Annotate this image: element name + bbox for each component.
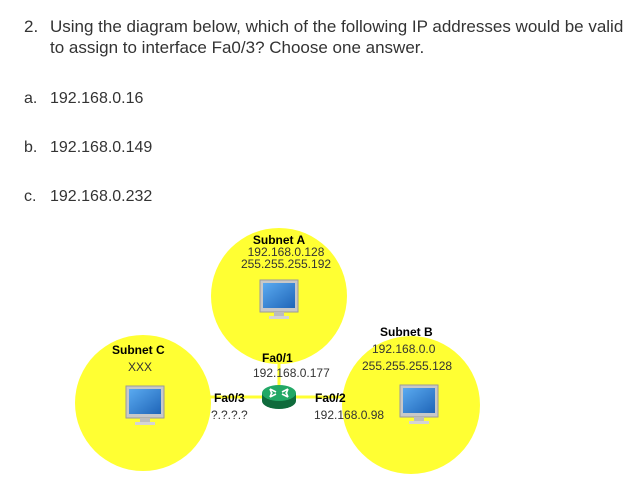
subnet-a-circle xyxy=(211,228,347,364)
question-number: 2. xyxy=(24,17,39,36)
fa03-label: Fa0/3 xyxy=(214,391,245,405)
answer-letter: a. xyxy=(24,90,38,107)
question: 2. Using the diagram below, which of the… xyxy=(24,16,624,58)
computer-icon xyxy=(125,385,165,425)
fa01-label: Fa0/1 xyxy=(262,351,293,365)
subnet-c-title: Subnet C xyxy=(112,343,165,357)
answer-letter: b. xyxy=(24,139,38,156)
subnet-c-network: XXX xyxy=(128,360,153,374)
computer-icon xyxy=(259,279,299,319)
subnet-c-circle xyxy=(75,335,211,471)
question-text: Using the diagram below, which of the fo… xyxy=(50,17,624,57)
answer-option-a[interactable]: a. 192.168.0.16 xyxy=(24,90,143,108)
fa03-ip: ?.?.?.? xyxy=(211,408,248,422)
computer-icon xyxy=(399,384,439,424)
subnet-b-circle xyxy=(342,336,480,474)
fa02-ip: 192.168.0.98 xyxy=(314,408,385,422)
answer-option-b[interactable]: b. 192.168.0.149 xyxy=(24,139,152,157)
subnet-a-network: 192.168.0.128 xyxy=(247,245,325,259)
answer-text: 192.168.0.232 xyxy=(50,188,153,205)
subnet-a-mask: 255.255.255.192 xyxy=(240,257,332,271)
answer-letter: c. xyxy=(24,188,37,205)
fa02-label: Fa0/2 xyxy=(315,391,346,405)
answer-text: 192.168.0.16 xyxy=(50,90,144,107)
answer-text: 192.168.0.149 xyxy=(50,139,153,156)
subnet-b-mask: 255.255.255.128 xyxy=(362,359,453,373)
router-icon xyxy=(262,385,296,409)
fa01-ip: 192.168.0.177 xyxy=(253,366,330,380)
subnet-b-title: Subnet B xyxy=(380,325,433,339)
subnet-b-network: 192.168.0.0 xyxy=(372,342,436,356)
answer-option-c[interactable]: c. 192.168.0.232 xyxy=(24,188,152,206)
subnet-a-title: Subnet A xyxy=(252,233,306,247)
